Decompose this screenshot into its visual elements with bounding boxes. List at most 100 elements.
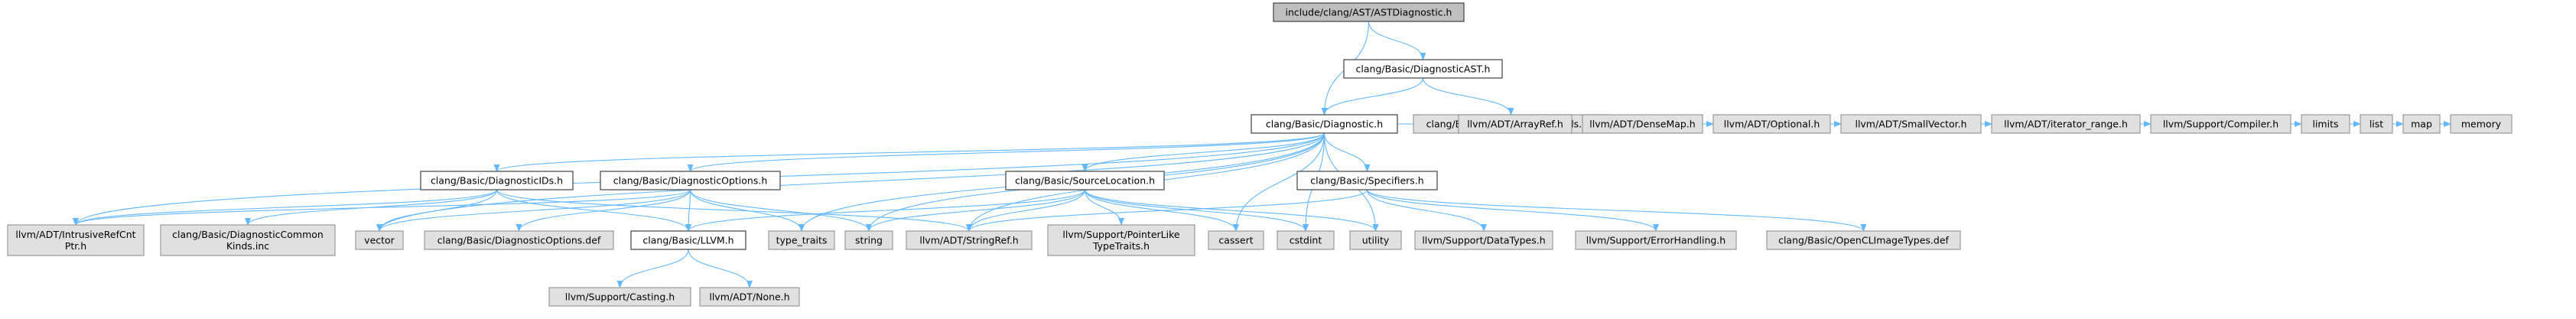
edge-srcloc-to-stringref <box>966 189 1086 232</box>
edge-specifiers-to-stringref <box>966 189 1368 232</box>
node-cassert: cassert <box>1208 230 1264 250</box>
node-label-intrusive-line1: llvm/ADT/IntrusiveRefCnt <box>15 229 135 240</box>
node-compiler: llvm/Support/Compiler.h <box>2150 114 2291 134</box>
node-label-commonkinds-line2: Kinds.inc <box>226 240 269 252</box>
node-memory: memory <box>2450 114 2513 134</box>
edge-diag-to-srcloc <box>1081 132 1325 172</box>
node-box-string <box>844 230 893 250</box>
node-label-pointerlike-line1: llvm/Support/PointerLike <box>1062 229 1179 240</box>
node-label-list: list <box>2369 119 2383 130</box>
edge-diagids-to-stringref <box>496 189 972 232</box>
node-label-typetraits: type_traits <box>776 235 828 246</box>
node-label-iterrange: llvm/ADT/iterator_range.h <box>2004 119 2128 130</box>
node-llvmh[interactable]: clang/Basic/LLVM.h <box>630 230 746 250</box>
node-diagopts[interactable]: clang/Basic/DiagnosticOptions.h <box>600 171 781 190</box>
node-label-stringref: llvm/ADT/StringRef.h <box>919 235 1018 246</box>
node-vector: vector <box>355 230 404 250</box>
node-root[interactable]: include/clang/AST/ASTDiagnostic.h <box>1273 2 1465 22</box>
node-box-root <box>1273 2 1465 22</box>
edge-diagopts-to-vector <box>376 189 691 232</box>
edge-diag-to-diagopts <box>687 132 1325 172</box>
node-label-vector: vector <box>364 235 395 246</box>
node-label-cassert: cassert <box>1218 235 1253 246</box>
node-label-pointerlike-line2: TypeTraits.h <box>1092 240 1150 252</box>
node-optional: llvm/ADT/Optional.h <box>1712 114 1831 134</box>
node-diagast[interactable]: clang/Basic/DiagnosticAST.h <box>1343 59 1503 79</box>
node-label-optsdef: clang/Basic/DiagnosticOptions.def <box>437 235 601 246</box>
node-stringref: llvm/ADT/StringRef.h <box>906 230 1033 250</box>
node-optsdef: clang/Basic/DiagnosticOptions.def <box>424 230 614 250</box>
node-label-diagids: clang/Basic/DiagnosticIDs.h <box>431 175 563 187</box>
node-box-smallvector <box>1840 114 1982 134</box>
node-label-diagast: clang/Basic/DiagnosticAST.h <box>1356 63 1491 75</box>
edge-srcloc-to-utility <box>1084 189 1379 232</box>
node-box-errorhandling <box>1575 230 1737 250</box>
edge-diagopts-to-llvmh <box>685 189 692 232</box>
edge-srcloc-to-cstdint <box>1084 189 1309 232</box>
node-label-map: map <box>2411 119 2432 130</box>
node-box-memory <box>2450 114 2513 134</box>
node-box-utility <box>1349 230 1402 250</box>
node-box-cassert <box>1208 230 1264 250</box>
node-box-commonkinds <box>160 224 336 256</box>
node-label-string: string <box>855 235 883 246</box>
node-box-compiler <box>2150 114 2291 134</box>
node-label-llvmh: clang/Basic/LLVM.h <box>642 235 733 246</box>
node-box-casting <box>548 287 691 307</box>
edge-diagopts-to-intrusive <box>73 189 691 226</box>
node-densemap: llvm/ADT/DenseMap.h <box>1582 114 1703 134</box>
edge-diagids-to-intrusive <box>73 189 498 226</box>
edge-diag-to-diagids <box>493 132 1325 172</box>
node-label-casting: llvm/Support/Casting.h <box>565 291 675 303</box>
node-box-diagopts <box>600 171 781 190</box>
node-label-specifiers: clang/Basic/Specifiers.h <box>1310 175 1423 187</box>
edge-llvmh-to-none <box>688 249 753 288</box>
node-typetraits: type_traits <box>768 230 835 250</box>
edge-llvmh-to-casting <box>616 249 689 288</box>
node-box-intrusive <box>7 224 145 256</box>
node-box-datatypes <box>1414 230 1553 250</box>
edge-root-to-diagast <box>1368 21 1426 60</box>
node-label-openclimage: clang/Basic/OpenCLImageTypes.def <box>1778 235 1949 246</box>
node-box-optsdef <box>424 230 614 250</box>
edge-specifiers-to-errorhandling <box>1366 189 1659 232</box>
node-srcloc[interactable]: clang/Basic/SourceLocation.h <box>1005 171 1165 190</box>
node-diagids[interactable]: clang/Basic/DiagnosticIDs.h <box>420 171 574 190</box>
node-specifiers[interactable]: clang/Basic/Specifiers.h <box>1296 171 1438 190</box>
node-box-stringref <box>906 230 1033 250</box>
node-label-compiler: llvm/Support/Compiler.h <box>2163 119 2278 130</box>
node-label-limits: limits <box>2312 119 2338 130</box>
node-label-optional: llvm/ADT/Optional.h <box>1724 119 1820 130</box>
node-box-list <box>2360 114 2393 134</box>
node-datatypes: llvm/Support/DataTypes.h <box>1414 230 1553 250</box>
edge-diagast-to-astkinds <box>1422 77 1514 116</box>
node-box-none <box>699 287 800 307</box>
node-openclimage: clang/Basic/OpenCLImageTypes.def <box>1766 230 1961 250</box>
node-cstdint: cstdint <box>1277 230 1335 250</box>
node-box-limits <box>2301 114 2350 134</box>
node-label-datatypes: llvm/Support/DataTypes.h <box>1422 235 1545 246</box>
node-box-arrayref <box>1458 114 1573 134</box>
node-casting: llvm/Support/Casting.h <box>548 287 691 307</box>
node-diag[interactable]: clang/Basic/Diagnostic.h <box>1251 114 1398 134</box>
edge-diag-to-cassert <box>1233 132 1325 232</box>
edge-diagids-to-llvmh <box>496 189 691 232</box>
node-box-cstdint <box>1277 230 1335 250</box>
edge-srcloc-to-llvmh <box>685 189 1086 232</box>
edge-specifiers-to-datatypes <box>1366 189 1487 232</box>
node-label-arrayref: llvm/ADT/ArrayRef.h <box>1467 119 1563 130</box>
node-iterrange: llvm/ADT/iterator_range.h <box>1991 114 2141 134</box>
edge-diagids-to-vector <box>376 189 498 232</box>
node-box-diagast <box>1343 59 1503 79</box>
edge-srcloc-to-pointerlike <box>1084 189 1124 226</box>
node-box-densemap <box>1582 114 1703 134</box>
node-list: list <box>2360 114 2393 134</box>
node-label-cstdint: cstdint <box>1290 235 1322 246</box>
node-box-iterrange <box>1991 114 2141 134</box>
node-box-diagids <box>420 171 574 190</box>
node-label-smallvector: llvm/ADT/SmallVector.h <box>1855 119 1966 130</box>
node-box-diag <box>1251 114 1398 134</box>
